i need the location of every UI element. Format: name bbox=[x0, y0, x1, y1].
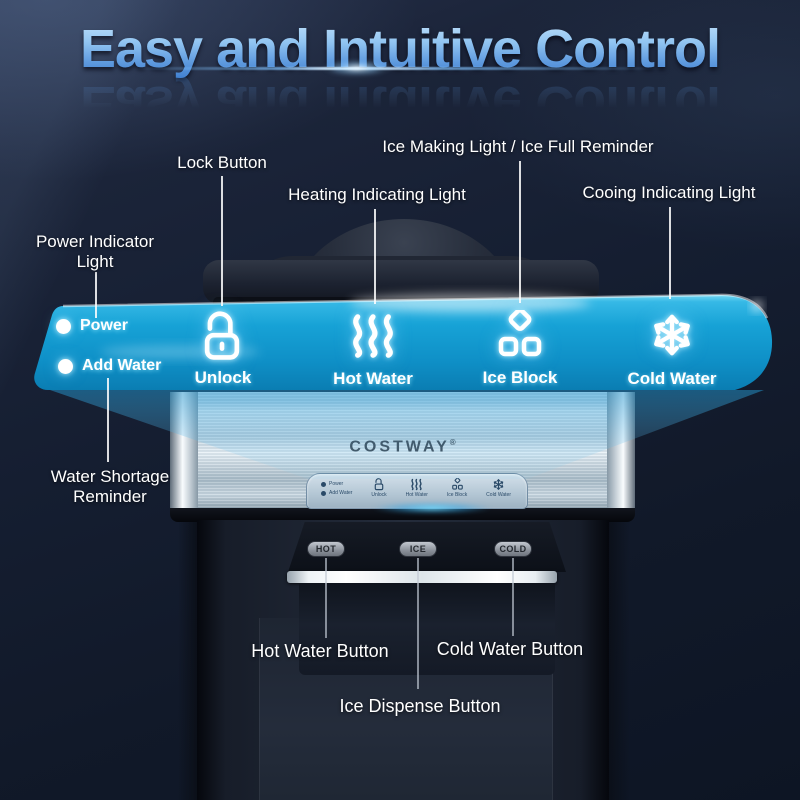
banner-power-indicator: Power bbox=[56, 317, 128, 335]
drip-tray-bar bbox=[287, 571, 557, 583]
banner-unlock-label: Unlock bbox=[194, 368, 252, 387]
callout-water-shortage-line1: Water Shortage bbox=[50, 467, 170, 486]
projection-beam bbox=[50, 390, 764, 479]
lens-flare-spot bbox=[322, 60, 392, 76]
banner-top-highlight bbox=[62, 293, 769, 319]
callout-ice-making-light: Ice Making Light / Ice Full Reminder bbox=[382, 137, 654, 156]
callout-line-heating bbox=[374, 209, 376, 304]
panel-indicator-group: Power Add Water bbox=[321, 481, 352, 496]
banner-add-water-label: Add Water bbox=[82, 357, 162, 374]
banner-shape bbox=[34, 294, 773, 390]
panel-bottom-lip bbox=[170, 508, 635, 522]
callout-line-cooling bbox=[669, 207, 671, 299]
panel-hot-water-label: Hot Water bbox=[405, 492, 428, 498]
banner-glint bbox=[752, 301, 762, 311]
banner-add-water-indicator: Add Water bbox=[58, 357, 161, 375]
callout-cold-water-button: Cold Water Button bbox=[436, 639, 584, 659]
callout-line-ice-making bbox=[519, 161, 521, 303]
snowflake-icon bbox=[493, 479, 504, 490]
cold-button: COLD bbox=[494, 541, 532, 557]
panel-power-indicator: Power bbox=[321, 481, 352, 487]
banner-cold-water-label: Cold Water bbox=[627, 369, 717, 388]
body-left-shadow bbox=[178, 520, 200, 800]
callout-ice-dispense-button: Ice Dispense Button bbox=[339, 696, 501, 716]
callout-line-cold-button bbox=[512, 558, 514, 636]
callout-heating-light: Heating Indicating Light bbox=[288, 185, 466, 204]
panel-ice-block-control: Ice Block bbox=[447, 478, 467, 498]
panel-ice-block-label: Ice Block bbox=[446, 492, 468, 498]
callout-water-shortage: Water Shortage Reminder bbox=[51, 467, 169, 507]
callout-power-indicator-line2: Light bbox=[76, 252, 114, 271]
lens-flare-line bbox=[130, 67, 670, 70]
callout-power-indicator-line1: Power Indicator bbox=[35, 232, 155, 251]
steam-icon bbox=[411, 478, 422, 491]
ice-block-icon bbox=[451, 478, 463, 490]
power-indicator-dot bbox=[56, 318, 71, 334]
callout-line-ice-button bbox=[417, 558, 419, 689]
panel-add-water-indicator: Add Water bbox=[321, 490, 352, 496]
panel-glow-light bbox=[372, 502, 492, 514]
panel-power-label: Power bbox=[329, 481, 344, 487]
callout-cooling-light: Cooing Indicating Light bbox=[582, 183, 756, 202]
callout-line-lock bbox=[221, 176, 223, 306]
power-led-icon bbox=[321, 481, 326, 487]
callout-line-hot-button bbox=[325, 558, 327, 638]
add-water-indicator-dot bbox=[58, 358, 73, 374]
callout-water-shortage-line2: Reminder bbox=[73, 487, 147, 506]
add-water-led-icon bbox=[321, 490, 326, 496]
callout-lock-button: Lock Button bbox=[177, 153, 267, 172]
panel-unlock-label: Unlock bbox=[371, 492, 387, 498]
steam-icon bbox=[353, 314, 393, 358]
callout-line-water-shortage bbox=[107, 378, 109, 462]
callout-line-power bbox=[95, 272, 97, 318]
banner-glare bbox=[350, 294, 590, 312]
banner-power-label: Power bbox=[80, 317, 129, 334]
callout-hot-water-button: Hot Water Button bbox=[251, 641, 389, 661]
panel-cold-water-label: Cold Water bbox=[486, 492, 511, 498]
callout-power-indicator: Power Indicator Light bbox=[36, 232, 154, 272]
snowflake-icon bbox=[654, 314, 690, 356]
panel-cold-water-control: Cold Water bbox=[486, 478, 511, 498]
panel-hot-water-control: Hot Water bbox=[406, 478, 428, 498]
panel-add-water-label: Add Water bbox=[329, 490, 353, 496]
ice-button: ICE bbox=[399, 541, 437, 557]
banner-hot-water-label: Hot Water bbox=[333, 369, 413, 388]
ice-block-icon bbox=[498, 310, 542, 357]
banner-ice-block-label: Ice Block bbox=[482, 368, 558, 387]
lock-icon bbox=[204, 311, 240, 360]
hot-button: HOT bbox=[307, 541, 345, 557]
